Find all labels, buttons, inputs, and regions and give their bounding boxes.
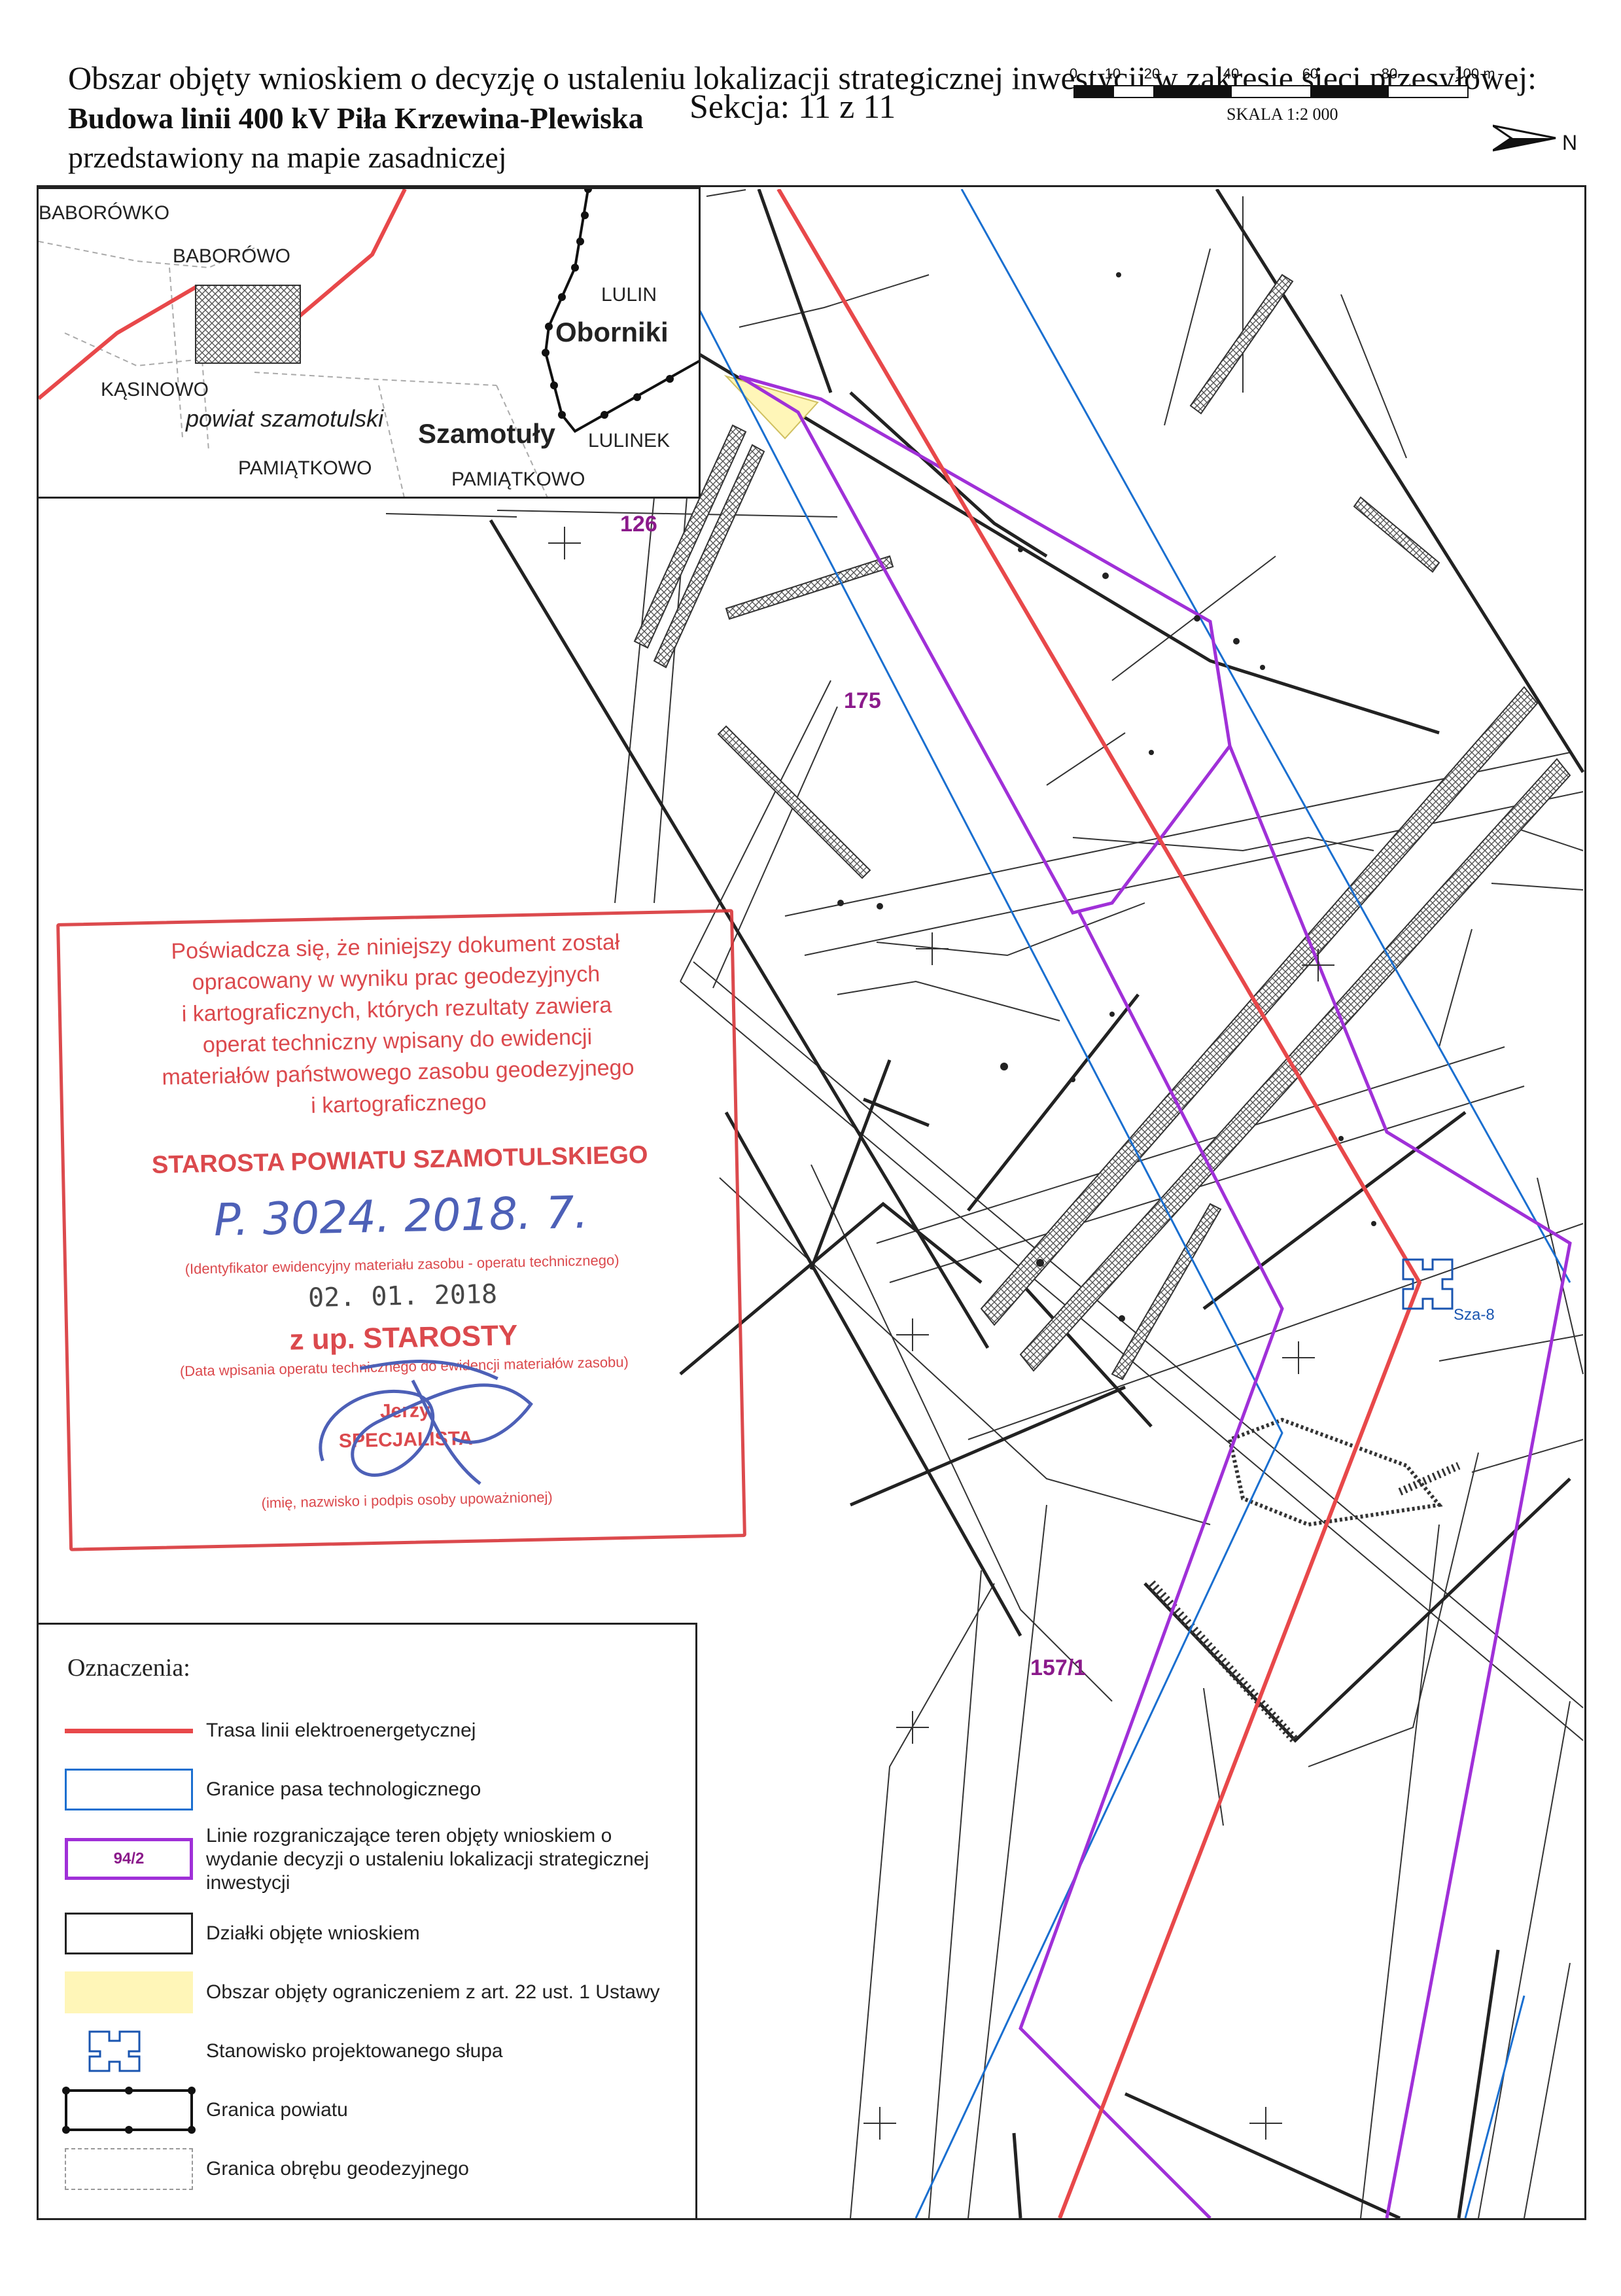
grid-crosses (548, 527, 1334, 2140)
legend-symbol-purple-box: 94/2 (65, 1838, 193, 1880)
scale-label: SKALA 1:2 000 (1227, 105, 1338, 124)
project-name: Budowa linii 400 kV Piła Krzewina-Plewis… (68, 101, 644, 135)
legend-label: Obszar objęty ograniczeniem z art. 22 us… (206, 1981, 660, 2003)
base-map-lines (385, 189, 1584, 2218)
scale-tick: 10 (1104, 65, 1121, 82)
certification-stamp: Poświadcza się, że niniejszy dokument zo… (56, 909, 746, 1551)
inset-label-oborniki: Oborniki (555, 317, 669, 347)
legend-item-precinct-border: Granica obrębu geodezyjnego (65, 2143, 686, 2195)
legend-item-technological-strip: Granice pasa technologicznego (65, 1763, 686, 1816)
legend-item-pillar: Stanowisko projektowanego słupa (65, 2025, 686, 2077)
legend-item-power-line: Trasa linii elektroenergetycznej (65, 1704, 686, 1757)
legend-symbol-blue-box (65, 1769, 193, 1810)
scale-tick: 80 (1381, 65, 1398, 82)
locator-inset: BABORÓWKO BABORÓWO KĄSINOWO powiat szamo… (37, 187, 701, 499)
inset-map (39, 189, 699, 497)
inset-label-pamiatkowo: PAMIĄTKOWO (238, 457, 372, 479)
legend-label: Linie rozgraniczające teren objęty wnios… (206, 1825, 650, 1894)
legend-item-parcels: Działki objęte wnioskiem (65, 1907, 686, 1960)
north-arrow-icon (1493, 124, 1556, 152)
north-letter: N (1562, 131, 1578, 154)
pillar-icon (1402, 1258, 1454, 1310)
legend-label: Trasa linii elektroenergetycznej (206, 1720, 476, 1741)
legend-item-restricted-area: Obszar objęty ograniczeniem z art. 22 us… (65, 1966, 686, 2019)
parcel-label-157-1: 157/1 (1030, 1655, 1087, 1680)
scale-bar-graphic (1073, 85, 1469, 98)
legend-symbol-county-border (62, 2087, 196, 2134)
legend-label: Działki objęte wnioskiem (206, 1922, 420, 1944)
pillar-icon (88, 2030, 141, 2072)
handwritten-signature (319, 1360, 533, 1485)
inset-label-lulin: LULIN (601, 284, 657, 306)
inset-label-baborowo: BABORÓWO (173, 245, 291, 267)
legend-label: Granice pasa technologicznego (206, 1778, 481, 1800)
legend-label: Granica obrębu geodezyjnego (206, 2158, 469, 2180)
inset-label-kasinowo: KĄSINOWO (101, 379, 209, 400)
inset-label-lulinek: LULINEK (588, 430, 671, 451)
legend-label: Granica powiatu (206, 2099, 348, 2121)
scale-tick: 40 (1223, 65, 1240, 82)
parcel-label-175: 175 (844, 688, 881, 713)
scale-tick: 0 (1069, 65, 1078, 82)
scale-tick: 100 m (1455, 65, 1495, 82)
power-line-route (776, 189, 1422, 2218)
section-number: Sekcja: 11 z 11 (689, 88, 896, 126)
parcel-label-126: 126 (620, 512, 657, 537)
technological-strip (699, 189, 1571, 2218)
legend-symbol-red-line (65, 1710, 193, 1752)
legend-item-investment-boundary: 94/2 Linie rozgraniczające teren objęty … (65, 1824, 686, 1896)
map-legend: Oznaczenia: Trasa linii elektroenergetyc… (37, 1623, 697, 2220)
label-pamiatkowo: PAMIĄTKOWO (451, 468, 585, 490)
legend-item-county-border: Granica powiatu (62, 2084, 686, 2136)
inset-label-szamotuly: Szamotuły (418, 418, 556, 449)
scale-bar: 0 10 20 40 60 80 100 m SKALA 1:2 000 (1024, 65, 1495, 150)
scale-tick: 60 (1302, 65, 1319, 82)
investment-boundary (738, 374, 1572, 2218)
scale-tick: 20 (1143, 65, 1160, 82)
sheet-header: Obszar objęty wnioskiem o decyzję o usta… (37, 37, 1586, 187)
inset-label-baborowko: BABORÓWKO (39, 202, 170, 224)
legend-symbol-yellow-fill (65, 1971, 193, 2013)
legend-symbol-dashed-box (65, 2148, 193, 2190)
pillar-label: Sza-8 (1454, 1306, 1495, 1324)
header-subtitle: przedstawiony na mapie zasadniczej (68, 141, 507, 174)
legend-symbol-black-box (65, 1913, 193, 1954)
inset-label-powiat: powiat szamotulski (186, 405, 384, 432)
legend-title: Oznaczenia: (67, 1654, 190, 1682)
legend-label: Stanowisko projektowanego słupa (206, 2040, 503, 2062)
survey-points (837, 272, 1376, 1322)
